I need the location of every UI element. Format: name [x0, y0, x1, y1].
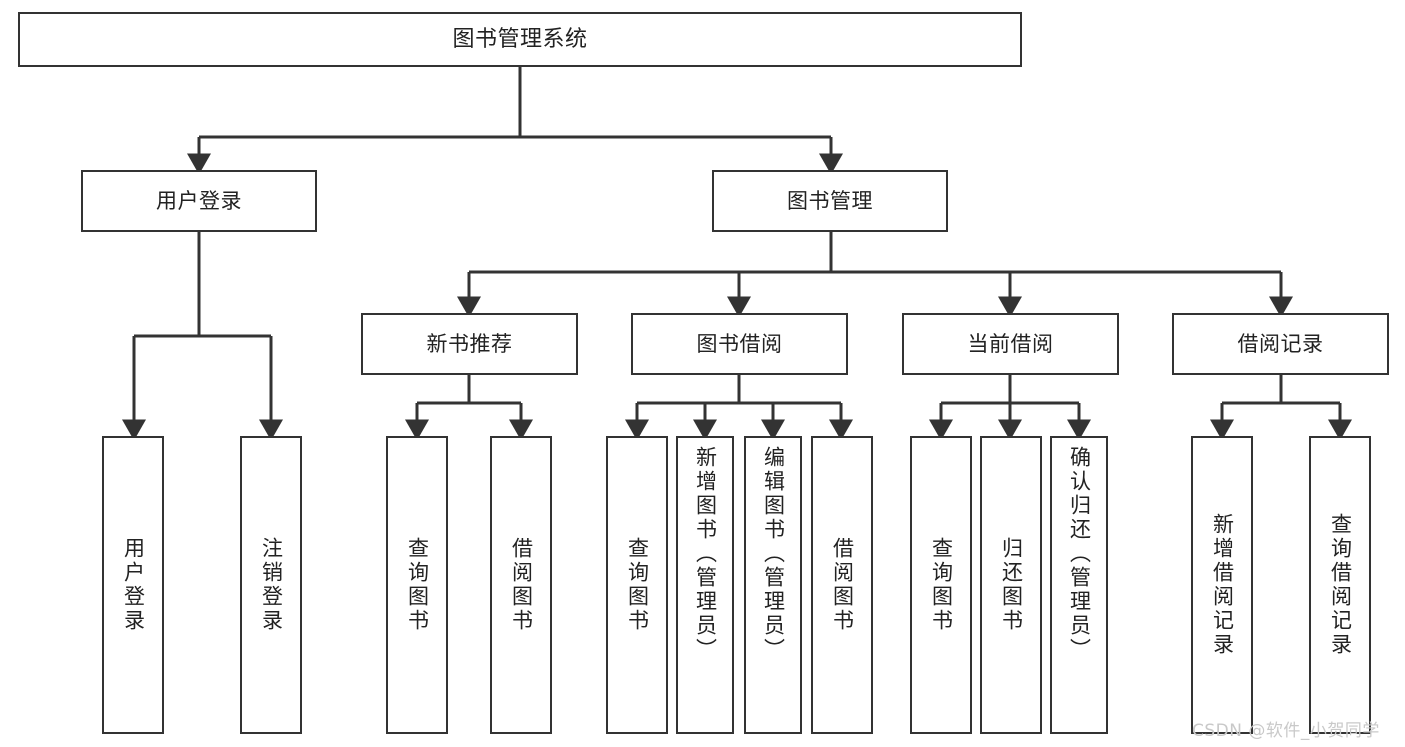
node-leaf-query-book-3[interactable]: 查询图书	[910, 436, 972, 734]
node-leaf-borrow-book-2[interactable]: 借阅图书	[811, 436, 873, 734]
node-root-label: 图书管理系统	[452, 26, 588, 52]
node-borrow-record-label: 借阅记录	[1237, 331, 1324, 356]
node-leaf-add-record-label: 新增借阅记录	[1210, 513, 1235, 657]
node-leaf-borrow-book-2-label: 借阅图书	[830, 537, 855, 633]
node-leaf-query-record[interactable]: 查询借阅记录	[1309, 436, 1371, 734]
node-leaf-add-book[interactable]: 新增图书（管理员）	[676, 436, 734, 734]
node-leaf-query-book-1[interactable]: 查询图书	[386, 436, 448, 734]
node-leaf-logout[interactable]: 注销登录	[240, 436, 302, 734]
node-leaf-edit-book[interactable]: 编辑图书（管理员）	[744, 436, 802, 734]
node-leaf-return-book[interactable]: 归还图书	[980, 436, 1042, 734]
node-leaf-query-book-3-label: 查询图书	[929, 537, 954, 633]
node-leaf-logout-label: 注销登录	[259, 537, 284, 633]
node-book-manage-label: 图书管理	[787, 188, 873, 213]
node-book-borrow-label: 图书借阅	[696, 331, 783, 356]
node-user-login-label: 用户登录	[156, 188, 242, 213]
node-leaf-borrow-book-1-label: 借阅图书	[509, 537, 534, 633]
node-new-book-rec[interactable]: 新书推荐	[361, 313, 578, 375]
node-root[interactable]: 图书管理系统	[18, 12, 1022, 67]
node-leaf-confirm-return-label: 确认归还（管理员）	[1067, 446, 1092, 662]
node-user-login[interactable]: 用户登录	[81, 170, 317, 232]
node-leaf-add-record[interactable]: 新增借阅记录	[1191, 436, 1253, 734]
node-leaf-query-book-2-label: 查询图书	[625, 537, 650, 633]
node-leaf-add-book-label: 新增图书（管理员）	[693, 446, 718, 662]
node-new-book-rec-label: 新书推荐	[426, 331, 513, 356]
node-leaf-return-book-label: 归还图书	[999, 537, 1024, 633]
node-book-manage[interactable]: 图书管理	[712, 170, 948, 232]
watermark: CSDN @软件_小贺同学	[1192, 721, 1380, 741]
node-leaf-query-record-label: 查询借阅记录	[1328, 513, 1353, 657]
node-book-borrow[interactable]: 图书借阅	[631, 313, 848, 375]
node-leaf-query-book-2[interactable]: 查询图书	[606, 436, 668, 734]
node-current-borrow[interactable]: 当前借阅	[902, 313, 1119, 375]
node-leaf-user-login[interactable]: 用户登录	[102, 436, 164, 734]
node-leaf-query-book-1-label: 查询图书	[405, 537, 430, 633]
node-leaf-confirm-return[interactable]: 确认归还（管理员）	[1050, 436, 1108, 734]
node-current-borrow-label: 当前借阅	[967, 331, 1054, 356]
node-leaf-edit-book-label: 编辑图书（管理员）	[761, 446, 786, 662]
node-leaf-user-login-label: 用户登录	[121, 537, 146, 633]
node-borrow-record[interactable]: 借阅记录	[1172, 313, 1389, 375]
node-leaf-borrow-book-1[interactable]: 借阅图书	[490, 436, 552, 734]
